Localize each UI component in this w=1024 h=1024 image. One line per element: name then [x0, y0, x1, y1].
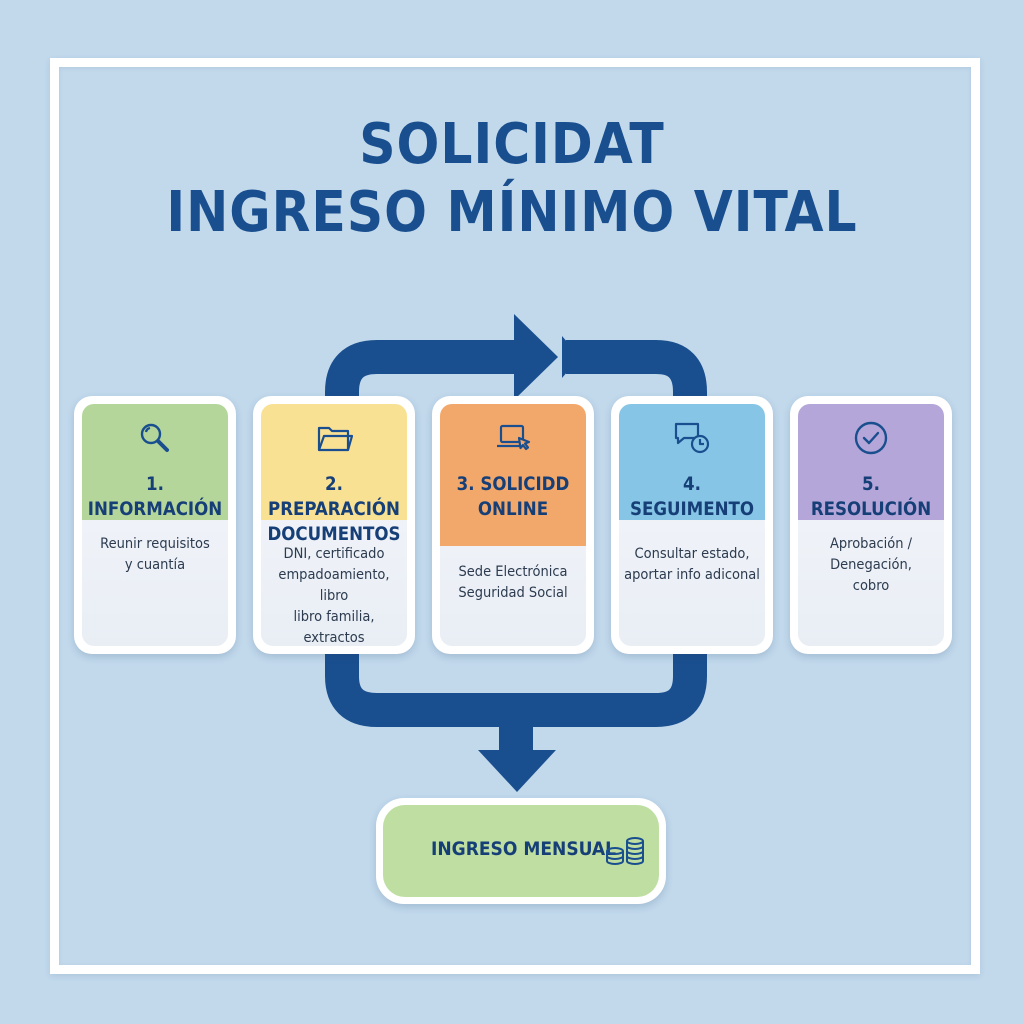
result-label: INGRESO MENSUAL	[431, 838, 617, 860]
down-arrowhead-icon	[478, 750, 556, 792]
step-card-inner: 3. SOLICIDD ONLINE Sede Electrónica Segur…	[440, 404, 586, 646]
top-left-arrow-path	[325, 340, 520, 410]
step-card-1: 1. INFORMACIÓN Reunir requisitos y cuantí…	[74, 396, 236, 654]
step-title: 1. INFORMACIÓN	[87, 474, 223, 520]
step-description: Reunir requisitos y cuantía	[100, 536, 210, 573]
step-title: 3. SOLICIDD ONLINE	[456, 474, 570, 520]
step-card-inner: 4. SEGUIMENTO Consultar estado, aportar i…	[619, 404, 765, 646]
small-arrowhead-icon	[562, 336, 580, 378]
coins-icon	[606, 837, 644, 865]
top-right-arrow-path	[566, 340, 707, 410]
step-card-5: 5. RESOLUCIÓN Aprobación / Denegación, co…	[790, 396, 952, 654]
title-line-1: SOLICIDAT	[359, 112, 665, 177]
step-card-3: 3. SOLICIDD ONLINE Sede Electrónica Segur…	[432, 396, 594, 654]
step-card-header: 5. RESOLUCIÓN	[798, 404, 944, 520]
right-arrowhead-icon	[514, 314, 558, 400]
step-card-4: 4. SEGUIMENTO Consultar estado, aportar i…	[611, 396, 773, 654]
step-card-inner: 1. INFORMACIÓN Reunir requisitos y cuantí…	[82, 404, 228, 646]
magnifier-icon	[135, 418, 175, 458]
step-card-inner: 5. RESOLUCIÓN Aprobación / Denegación, co…	[798, 404, 944, 646]
laptop-cursor-icon	[493, 418, 533, 458]
step-description: Sede Electrónica Seguridad Social	[458, 564, 568, 601]
chat-clock-icon	[672, 418, 712, 458]
step-card-header: 1. INFORMACIÓN	[82, 404, 228, 520]
step-description: DNI, certificado empadoamiento, libro li…	[278, 546, 390, 646]
step-card-header: 2. PREPARACIÓN DOCUMENTOS	[261, 404, 407, 545]
title-line-2: INGRESO MÍNIMO VITAL	[166, 180, 858, 245]
step-description: Consultar estado, aportar info adiconal	[624, 546, 760, 583]
bottom-loop-path	[325, 648, 707, 727]
result-box: INGRESO MENSUAL	[376, 798, 666, 904]
step-title: 4. SEGUIMENTO	[629, 474, 755, 520]
step-card-header: 3. SOLICIDD ONLINE	[440, 404, 586, 546]
step-title: 2. PREPARACIÓN DOCUMENTOS	[267, 474, 401, 545]
result-box-inner: INGRESO MENSUAL	[383, 805, 659, 897]
step-card-header: 4. SEGUIMENTO	[619, 404, 765, 520]
white-frame	[50, 58, 980, 974]
step-title: 5. RESOLUCIÓN	[810, 474, 932, 520]
check-circle-icon	[851, 418, 891, 458]
folder-icon	[314, 418, 354, 458]
step-description: Aprobación / Denegación, cobro	[829, 536, 913, 594]
